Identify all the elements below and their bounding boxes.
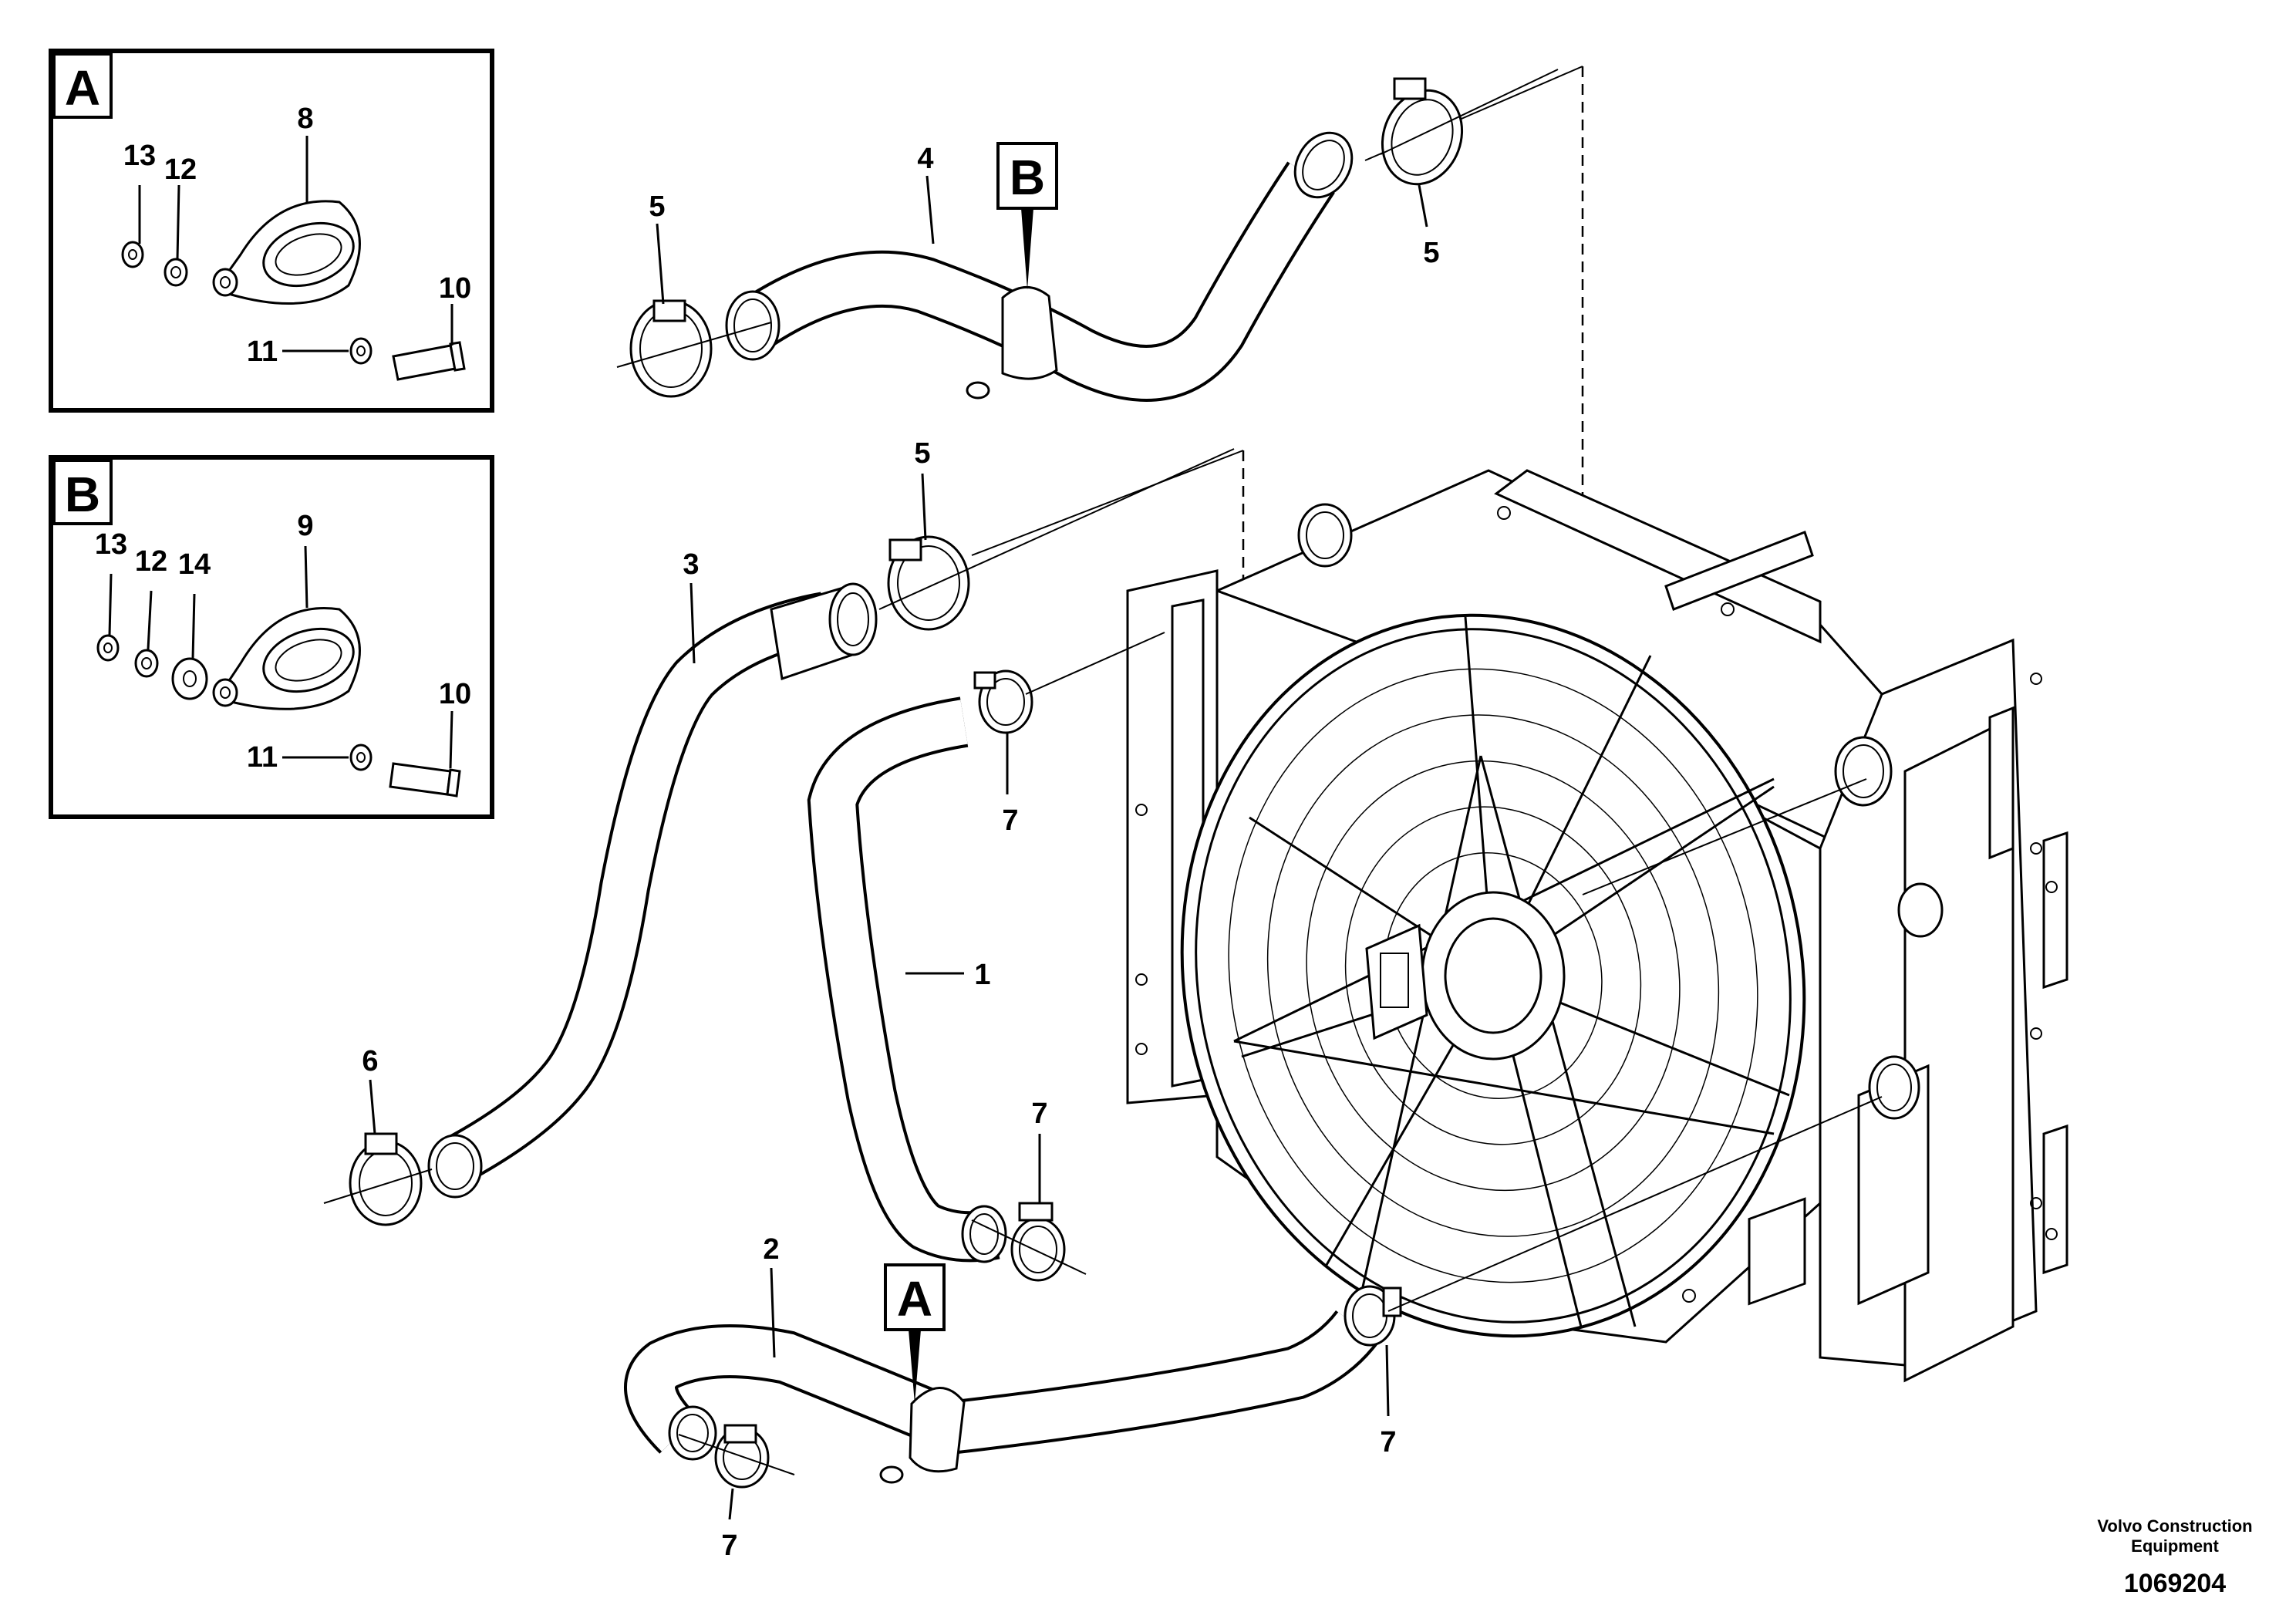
callout-5-mid: 5 — [914, 437, 930, 470]
callout-5-left: 5 — [649, 191, 665, 223]
clamp-7-bottom-right — [1344, 1285, 1402, 1347]
flag-b-letter: B — [1010, 150, 1045, 205]
callout-b-9: 9 — [297, 510, 313, 542]
bolt-part-10 — [392, 341, 466, 381]
clamp-5-left — [629, 299, 713, 398]
fan-hub — [1421, 891, 1566, 1061]
detail-b-letter: B — [65, 467, 100, 522]
washer-part-12-b — [134, 649, 159, 678]
figure-number: 1069204 — [2124, 1569, 2226, 1598]
callout-3: 3 — [683, 548, 699, 581]
clamp-6 — [349, 1132, 423, 1226]
callout-leaders — [369, 175, 1428, 1520]
bolt-part-10-b — [389, 762, 461, 798]
clamp-7-upper — [973, 669, 1033, 734]
callout-b-10: 10 — [439, 678, 471, 710]
washer-part-14 — [171, 657, 208, 700]
company-name-line1: Volvo Construction — [2097, 1516, 2252, 1536]
hose-1 — [807, 696, 1007, 1263]
washer-part-11 — [349, 337, 373, 365]
detail-box-b: B — [49, 455, 494, 819]
nut-part-13 — [121, 241, 144, 268]
clamp-part-8 — [212, 200, 361, 305]
callout-a-12: 12 — [164, 153, 197, 186]
callout-7-lower: 7 — [1031, 1098, 1047, 1130]
detail-box-a: A — [49, 49, 494, 413]
flag-b: B — [996, 142, 1058, 290]
callout-7-upper: 7 — [1002, 804, 1018, 837]
callout-2: 2 — [763, 1233, 779, 1266]
callout-b-13: 13 — [95, 528, 127, 561]
upper-right-port — [1834, 736, 1893, 807]
cooling-fan — [1180, 613, 1806, 1338]
hose-4 — [725, 131, 1354, 402]
callout-7-bottom-left: 7 — [721, 1529, 737, 1562]
clamp-5-mid — [887, 535, 970, 631]
washer-part-12 — [164, 258, 188, 287]
company-name-line2: Equipment — [2131, 1536, 2219, 1556]
callout-5-right: 5 — [1423, 237, 1439, 269]
clamp-7-bottom-left — [714, 1424, 770, 1489]
clamps — [349, 77, 1464, 1489]
hose-3 — [427, 582, 878, 1199]
callout-b-14: 14 — [178, 548, 211, 581]
washer-part-11-b — [349, 744, 373, 771]
clamp-5-right — [1381, 77, 1464, 186]
clamp-7-lower — [1010, 1202, 1066, 1282]
detail-a-letter: A — [65, 60, 100, 116]
flag-a-letter: A — [897, 1271, 932, 1327]
callout-b-11: 11 — [247, 741, 278, 774]
callout-b-12: 12 — [135, 545, 167, 578]
footer: Volvo Construction Equipment 1069204 — [2097, 1516, 2252, 1598]
callout-1: 1 — [974, 959, 990, 991]
nut-part-13-b — [96, 634, 120, 662]
hose-2 — [624, 1310, 1379, 1484]
clamp-part-9 — [212, 607, 361, 710]
callout-a-13: 13 — [123, 140, 156, 172]
callout-6: 6 — [362, 1045, 378, 1077]
edge-bolts — [1135, 506, 2058, 1303]
connection-lines — [323, 69, 1883, 1475]
callout-7-bottom-right: 7 — [1380, 1426, 1396, 1458]
callout-4: 4 — [917, 143, 933, 175]
info-plate — [1748, 1197, 1806, 1306]
callout-a-10: 10 — [439, 272, 471, 305]
flag-a: A — [884, 1263, 946, 1404]
callout-a-11: 11 — [247, 336, 278, 368]
callout-a-8: 8 — [297, 103, 313, 135]
